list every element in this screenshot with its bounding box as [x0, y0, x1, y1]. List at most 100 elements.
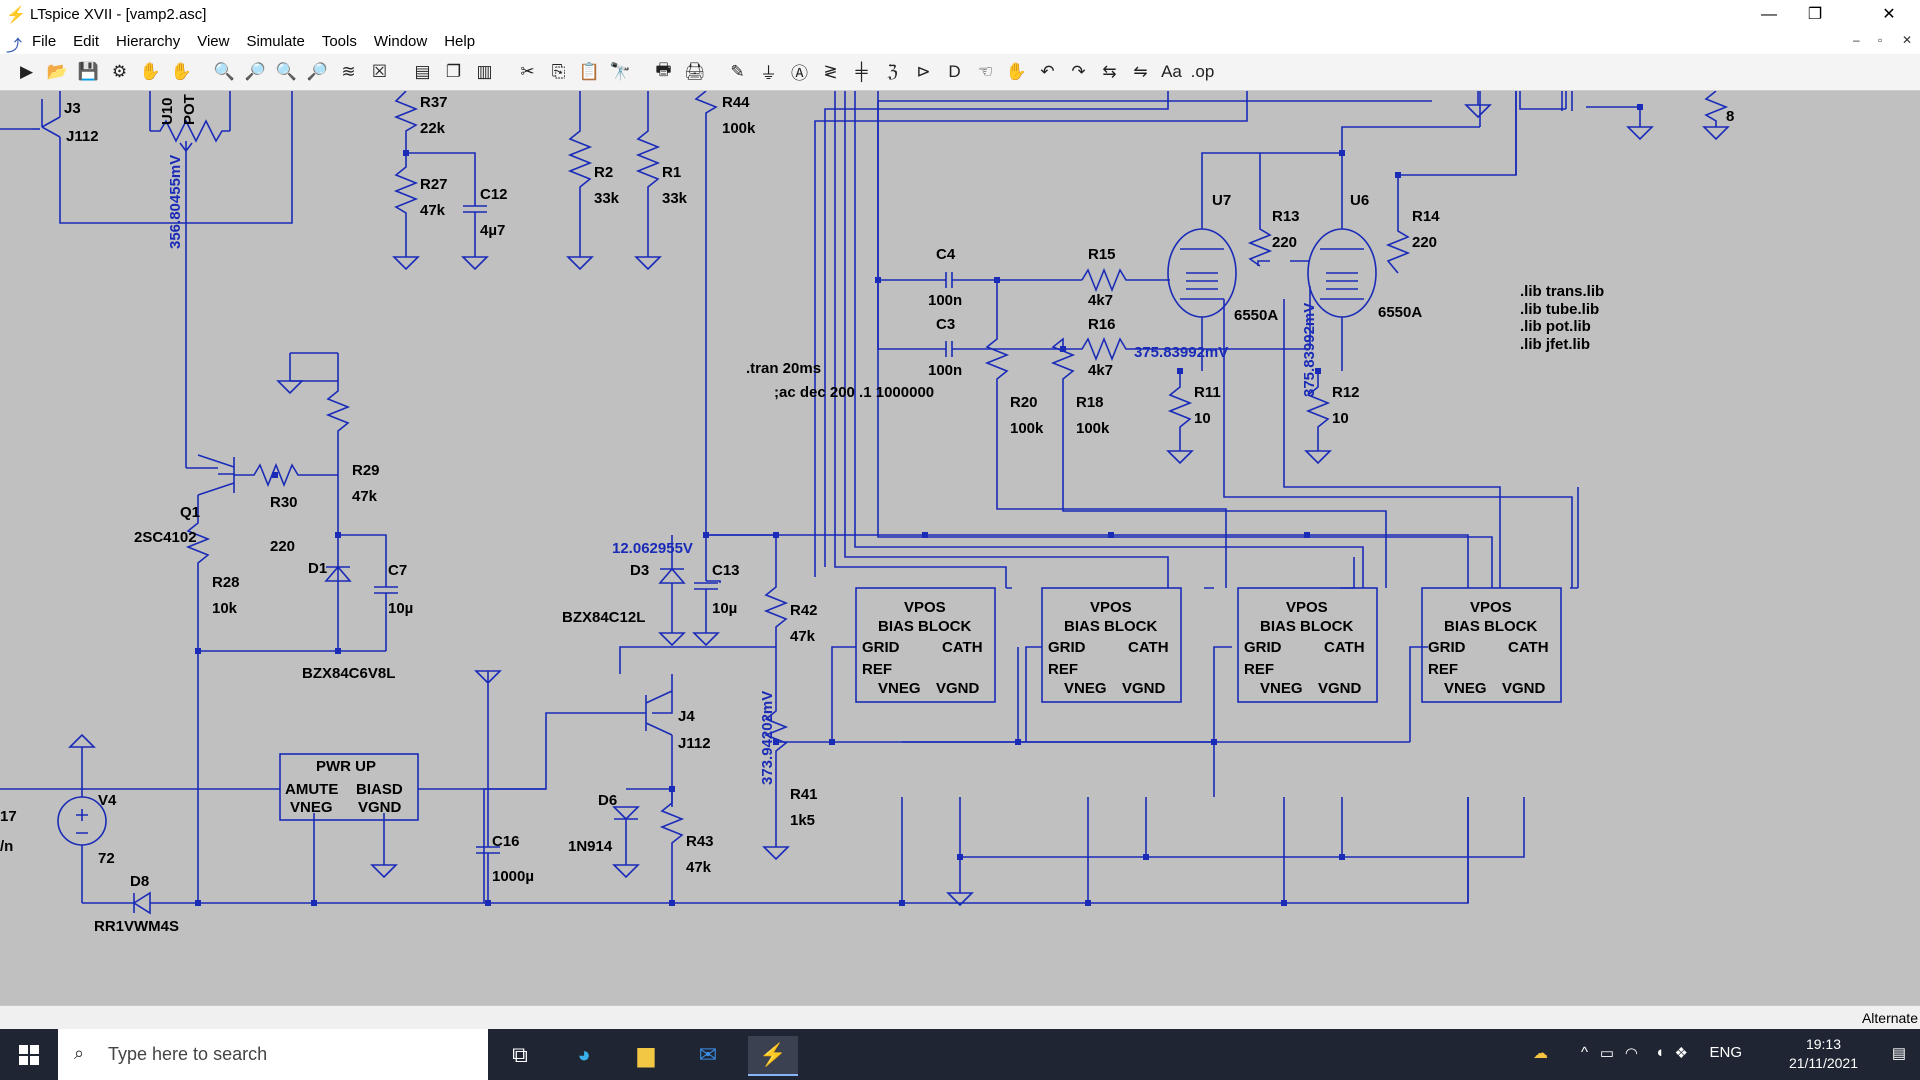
lib-directive-pot[interactable]: .lib pot.lib: [1520, 318, 1591, 335]
C3-label: C3: [936, 316, 955, 333]
maximize-button[interactable]: ❐: [1807, 6, 1823, 23]
drag-icon[interactable]: ✋: [1005, 61, 1028, 81]
edge-icon[interactable]: ◕: [577, 1042, 591, 1067]
mail-icon[interactable]: ✉: [698, 1042, 718, 1067]
file-explorer-icon[interactable]: ▆: [637, 1042, 655, 1067]
find-icon[interactable]: 🔭: [609, 61, 632, 81]
mirror-icon[interactable]: ⇋: [1133, 61, 1148, 81]
R4-value: 8: [1726, 108, 1734, 125]
diode-icon[interactable]: ⊳: [916, 61, 931, 81]
bias1-ref: REF: [862, 661, 892, 678]
Q1-model: 2SC4102: [134, 529, 197, 546]
lib-directive-trans[interactable]: .lib trans.lib: [1520, 283, 1604, 300]
menu-window[interactable]: Window: [373, 33, 428, 50]
dropbox-icon[interactable]: ❖: [1674, 1045, 1688, 1062]
doc-restore-button[interactable]: ▫: [1878, 33, 1883, 47]
draw-wire-icon[interactable]: ✎: [730, 61, 745, 81]
print-icon[interactable]: 🖶: [655, 60, 672, 79]
text-icon[interactable]: Aa: [1161, 61, 1182, 81]
Q1-label: Q1: [180, 504, 200, 521]
pwrup-pin-biasd: BIASD: [356, 781, 403, 798]
paste-icon[interactable]: 📋: [578, 61, 601, 81]
bias3-vneg: VNEG: [1260, 680, 1303, 697]
print-preview-icon[interactable]: 🖨: [683, 61, 706, 81]
lib-directive-tube[interactable]: .lib tube.lib: [1520, 301, 1599, 318]
U7-model: 6550A: [1234, 307, 1278, 324]
D3-label: D3: [630, 562, 649, 579]
copy-icon[interactable]: ⎘: [551, 61, 566, 81]
clock[interactable]: 19:13 21/11/2021: [1789, 1035, 1858, 1073]
C13-value: 10µ: [712, 600, 737, 617]
component-icon[interactable]: D: [948, 61, 961, 81]
rotate-icon[interactable]: ⇆: [1102, 61, 1117, 81]
volume-icon[interactable]: ◖: [1654, 1044, 1664, 1061]
bias-block-3[interactable]: VPOS BIAS BLOCK GRID CATH REF VNEG VGND: [1244, 599, 1365, 697]
bias-block-2[interactable]: VPOS BIAS BLOCK GRID CATH REF VNEG VGND: [1048, 599, 1169, 697]
ground-icon[interactable]: ⏚: [760, 64, 777, 83]
resistor-icon[interactable]: ≷: [823, 61, 838, 81]
start-button[interactable]: [0, 1029, 58, 1080]
notification-icon[interactable]: ▤: [1891, 1045, 1906, 1062]
bias-block-4[interactable]: VPOS BIAS BLOCK GRID CATH REF VNEG VGND: [1428, 599, 1549, 697]
menu-view[interactable]: View: [197, 33, 230, 50]
C12-label: C12: [480, 186, 508, 203]
network-icon[interactable]: ◠: [1624, 1045, 1638, 1062]
zoom-fit-icon[interactable]: 🔎: [306, 61, 329, 81]
weather-icon[interactable]: ☁: [1533, 1045, 1548, 1062]
R1-label: R1: [662, 164, 681, 181]
save-icon[interactable]: 💾: [77, 61, 100, 81]
inductor-icon[interactable]: ℨ: [887, 61, 898, 81]
menu-bar: ⤴ File Edit Hierarchy View Simulate Tool…: [0, 29, 1920, 55]
ltspice-icon[interactable]: ⚡: [748, 1036, 798, 1076]
zoom-out-icon[interactable]: 🔍: [275, 61, 298, 81]
spice-directive-icon[interactable]: .op: [1190, 61, 1215, 81]
control-panel-icon[interactable]: ⚙: [111, 61, 128, 81]
autorange-icon[interactable]: ≋: [341, 61, 356, 81]
move-icon[interactable]: ☜: [977, 61, 994, 81]
doc-close-button[interactable]: ✕: [1902, 33, 1913, 47]
zoom-area-icon[interactable]: 🔎: [244, 61, 267, 81]
open-icon[interactable]: 📂: [46, 61, 69, 81]
status-bar: Alternate: [0, 1005, 1920, 1030]
zoom-in-icon[interactable]: 🔍: [213, 61, 236, 81]
capacitor-icon[interactable]: ╪: [855, 61, 868, 81]
bias-block-1[interactable]: VPOS BIAS BLOCK GRID CATH REF VNEG VGND: [862, 599, 983, 697]
language-indicator[interactable]: ENG: [1709, 1044, 1742, 1061]
tile-vertical-icon[interactable]: ▥: [476, 61, 493, 81]
R29-value: 47k: [352, 488, 378, 505]
R14-value: 220: [1412, 234, 1437, 251]
battery-icon[interactable]: ▭: [1599, 1045, 1614, 1062]
document-icon[interactable]: ⤴: [6, 38, 23, 55]
halt-icon[interactable]: ✋: [139, 61, 162, 81]
ac-directive[interactable]: ;ac dec 200 .1 1000000: [774, 384, 934, 401]
doc-minimize-button[interactable]: –: [1853, 33, 1860, 47]
tile-horizontal-icon[interactable]: ▤: [414, 61, 431, 81]
cascade-icon[interactable]: ❐: [445, 61, 462, 81]
label-net-icon[interactable]: Ⓐ: [791, 64, 808, 83]
menu-hierarchy[interactable]: Hierarchy: [116, 33, 181, 50]
close-button[interactable]: ✕: [1882, 6, 1896, 23]
lib-directive-jfet[interactable]: .lib jfet.lib: [1520, 336, 1590, 353]
cut-icon[interactable]: ✂: [520, 61, 535, 81]
schematic-canvas[interactable]: J3 J112 U10 POT 356.80455mV R37 22k R27 …: [0, 91, 1920, 1005]
R11-label: R11: [1194, 384, 1221, 401]
R12-value: 10: [1332, 410, 1349, 427]
tran-directive[interactable]: .tran 20ms: [746, 360, 821, 377]
chevron-up-icon[interactable]: ^: [1580, 1044, 1588, 1061]
clear-icon[interactable]: ☒: [371, 61, 388, 81]
D8-model: RR1VWM4S: [94, 918, 179, 935]
menu-edit[interactable]: Edit: [73, 33, 100, 50]
toolbar-buttons: ▶ 📂 💾 ⚙ ✋ ✋ 🔍 🔎 🔍 🔎 ≋ ☒ ▤ ❐ ▥ ✂ ⎘ 📋 🔭 🖶 🖨 ✎ ⏚ Ⓐ ≷ ╪ ℨ ⊳ D ☜ ✋ ↶ ↷ ⇆ ⇋ Aa .op: [14, 59, 1215, 84]
minimize-button[interactable]: —: [1761, 6, 1777, 23]
taskbar-search-box[interactable]: ⌕ Type here to search: [58, 1029, 488, 1080]
redo-icon[interactable]: ↷: [1071, 61, 1086, 81]
menu-simulate[interactable]: Simulate: [246, 33, 305, 50]
pan-icon[interactable]: ✋: [170, 61, 193, 81]
task-view-icon[interactable]: ⧉: [512, 1042, 528, 1067]
menu-tools[interactable]: Tools: [321, 33, 357, 50]
run-icon[interactable]: ▶: [19, 61, 34, 81]
undo-icon[interactable]: ↶: [1040, 61, 1055, 81]
menu-help[interactable]: Help: [444, 33, 476, 50]
menu-file[interactable]: File: [32, 33, 57, 50]
R30-label: R30: [270, 494, 298, 511]
